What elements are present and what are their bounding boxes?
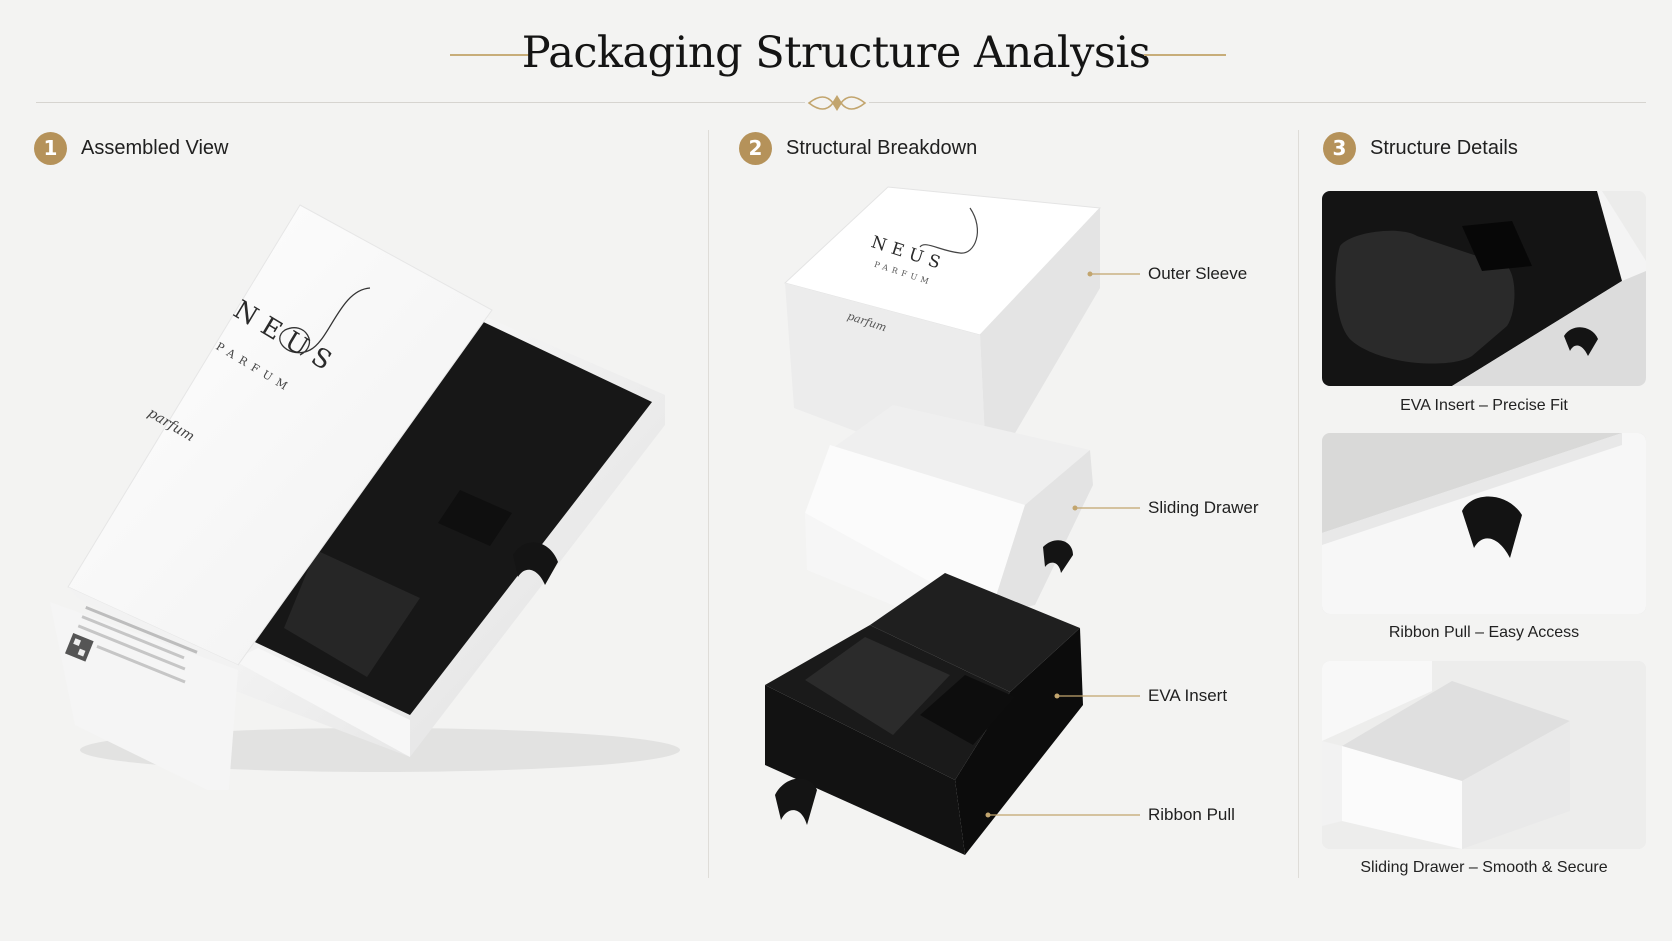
- logo-swirl-icon: [279, 287, 371, 356]
- section-header-details: 3 Structure Details: [1323, 130, 1518, 166]
- exploded-foam-front: [765, 685, 965, 855]
- title-row: Packaging Structure Analysis: [0, 22, 1672, 92]
- page-title: Packaging Structure Analysis: [521, 28, 1151, 78]
- detail-card-sliding-drawer: [1322, 661, 1646, 849]
- section-number-badge: 2: [739, 131, 772, 165]
- section-number-badge: 1: [34, 131, 67, 165]
- detail-caption-ribbon-pull: Ribbon Pull – Easy Access: [1388, 624, 1580, 641]
- section-label: Structural Breakdown: [786, 136, 978, 159]
- exploded-drawer-floor: [830, 405, 1090, 510]
- leader-dot: [1072, 505, 1078, 511]
- exploded-foam-cap-cavity: [920, 675, 1015, 745]
- callout-eva-insert: EVA Insert: [1148, 686, 1228, 705]
- detail-caption-sliding-drawer: Sliding Drawer – Smooth & Secure: [1360, 859, 1608, 876]
- exploded-foam-bottle-cavity: [805, 637, 950, 735]
- ornament-icon: [805, 92, 869, 114]
- section-header-breakdown: 2 Structural Breakdown: [739, 130, 977, 166]
- eva-insert-closeup: [1322, 191, 1646, 386]
- exploded-drawer-side: [990, 450, 1093, 615]
- column-divider-2: [1298, 130, 1299, 878]
- section-label: Assembled View: [81, 136, 229, 159]
- exploded-drawer-front: [805, 445, 1025, 615]
- callout-outer-sleeve: Outer Sleeve: [1148, 264, 1248, 283]
- section-label: Structure Details: [1370, 136, 1518, 159]
- loose-ribbon-icon: [775, 778, 817, 825]
- detail-caption-eva-insert: EVA Insert – Precise Fit: [1400, 397, 1568, 414]
- foam-bottle-cavity: [284, 550, 420, 677]
- foam-cap-cavity: [438, 490, 512, 546]
- assembled-box-illustration: NEUS PARFUM parfum: [50, 204, 680, 790]
- sliding-drawer-closeup: [1322, 661, 1646, 849]
- callout-ribbon-pull: Ribbon Pull: [1148, 805, 1235, 824]
- sleeve-fine-print: [65, 605, 198, 684]
- detail-card-eva-insert: [1322, 191, 1646, 386]
- drawer-front-edge: [233, 648, 410, 757]
- detail-card-ribbon-pull: [1322, 433, 1646, 614]
- leader-dot: [1054, 693, 1060, 699]
- leader-dot: [1087, 271, 1093, 277]
- sleeve-logo-swirl-icon: [919, 207, 979, 254]
- exploded-foam-top: [870, 573, 1080, 692]
- exploded-sleeve-side: [980, 208, 1100, 481]
- exploded-foam-side: [955, 628, 1083, 855]
- column-divider-1: [708, 130, 709, 878]
- ribbon-pull-icon: [513, 542, 558, 585]
- ribbon-pull-closeup: [1322, 433, 1646, 614]
- leader-dot: [985, 812, 991, 818]
- callout-sliding-drawer: Sliding Drawer: [1148, 498, 1259, 517]
- outer-sleeve-side: [50, 602, 238, 790]
- section-header-assembled: 1 Assembled View: [34, 130, 228, 166]
- title-rule-left: [450, 54, 532, 56]
- drawer-ribbon-icon: [1043, 540, 1073, 573]
- section-number-badge: 3: [1323, 131, 1356, 165]
- exploded-view-illustration: NEUS PARFUM parfum: [765, 186, 1140, 855]
- title-rule-right: [1144, 54, 1226, 56]
